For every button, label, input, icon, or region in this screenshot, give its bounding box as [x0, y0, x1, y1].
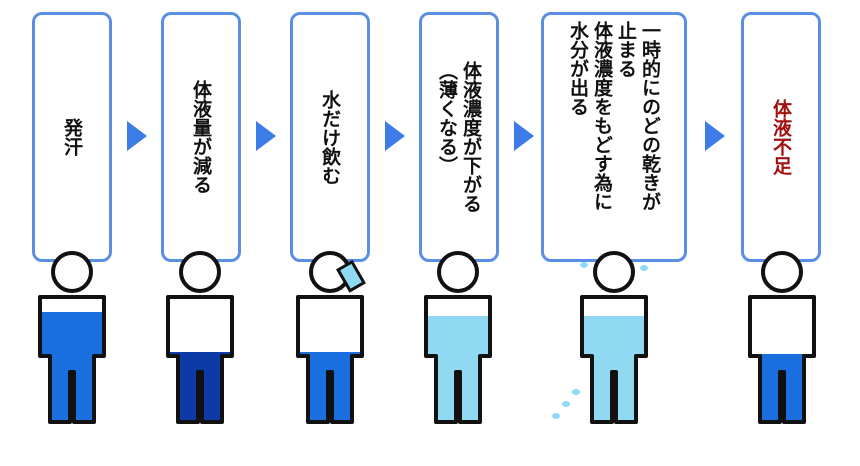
step-label-1: 発汗 [61, 118, 83, 156]
step-box-6: 体液不足 [741, 12, 821, 262]
arrow-icon [127, 121, 147, 151]
arrow-icon [514, 121, 534, 151]
step-label-5-line-4: 水分が出る [567, 21, 589, 116]
person-figure-1 [38, 251, 106, 424]
step-label-3: 水だけ飲む [319, 89, 341, 185]
step-box-3: 水だけ飲む [290, 12, 370, 262]
person-figure-5 [552, 251, 648, 424]
step-box-2: 体液量が減る [161, 12, 241, 262]
person-figure-2 [166, 251, 234, 424]
cup-icon [336, 259, 366, 293]
step-label-4-line-2: （薄くなる） [436, 61, 458, 175]
arrow-icon [256, 121, 276, 151]
step-label-2: 体液量が減る [190, 80, 212, 194]
arrow-icon [385, 121, 405, 151]
step-box-1: 発汗 [32, 12, 112, 262]
step-box-4: 体液濃度が下がる （薄くなる） [419, 12, 499, 262]
arrow-icon [705, 121, 725, 151]
person-figure-3 [296, 251, 366, 424]
step-label-6: 体液不足 [770, 99, 792, 175]
step-label-5-line-1: 一時的にのどの乾きが [639, 21, 661, 211]
step-label-4-line-1: 体液濃度が下がる [460, 61, 482, 213]
person-figure-4 [424, 251, 492, 424]
step-label-5-line-3: 体液濃度をもどす為に [591, 21, 613, 211]
sweat-drops-icon [552, 262, 648, 419]
person-figure-6 [748, 251, 816, 424]
step-box-5: 一時的にのどの乾きが 止まる 体液濃度をもどす為に 水分が出る [541, 12, 687, 262]
step-label-5-line-2: 止まる [615, 21, 637, 78]
